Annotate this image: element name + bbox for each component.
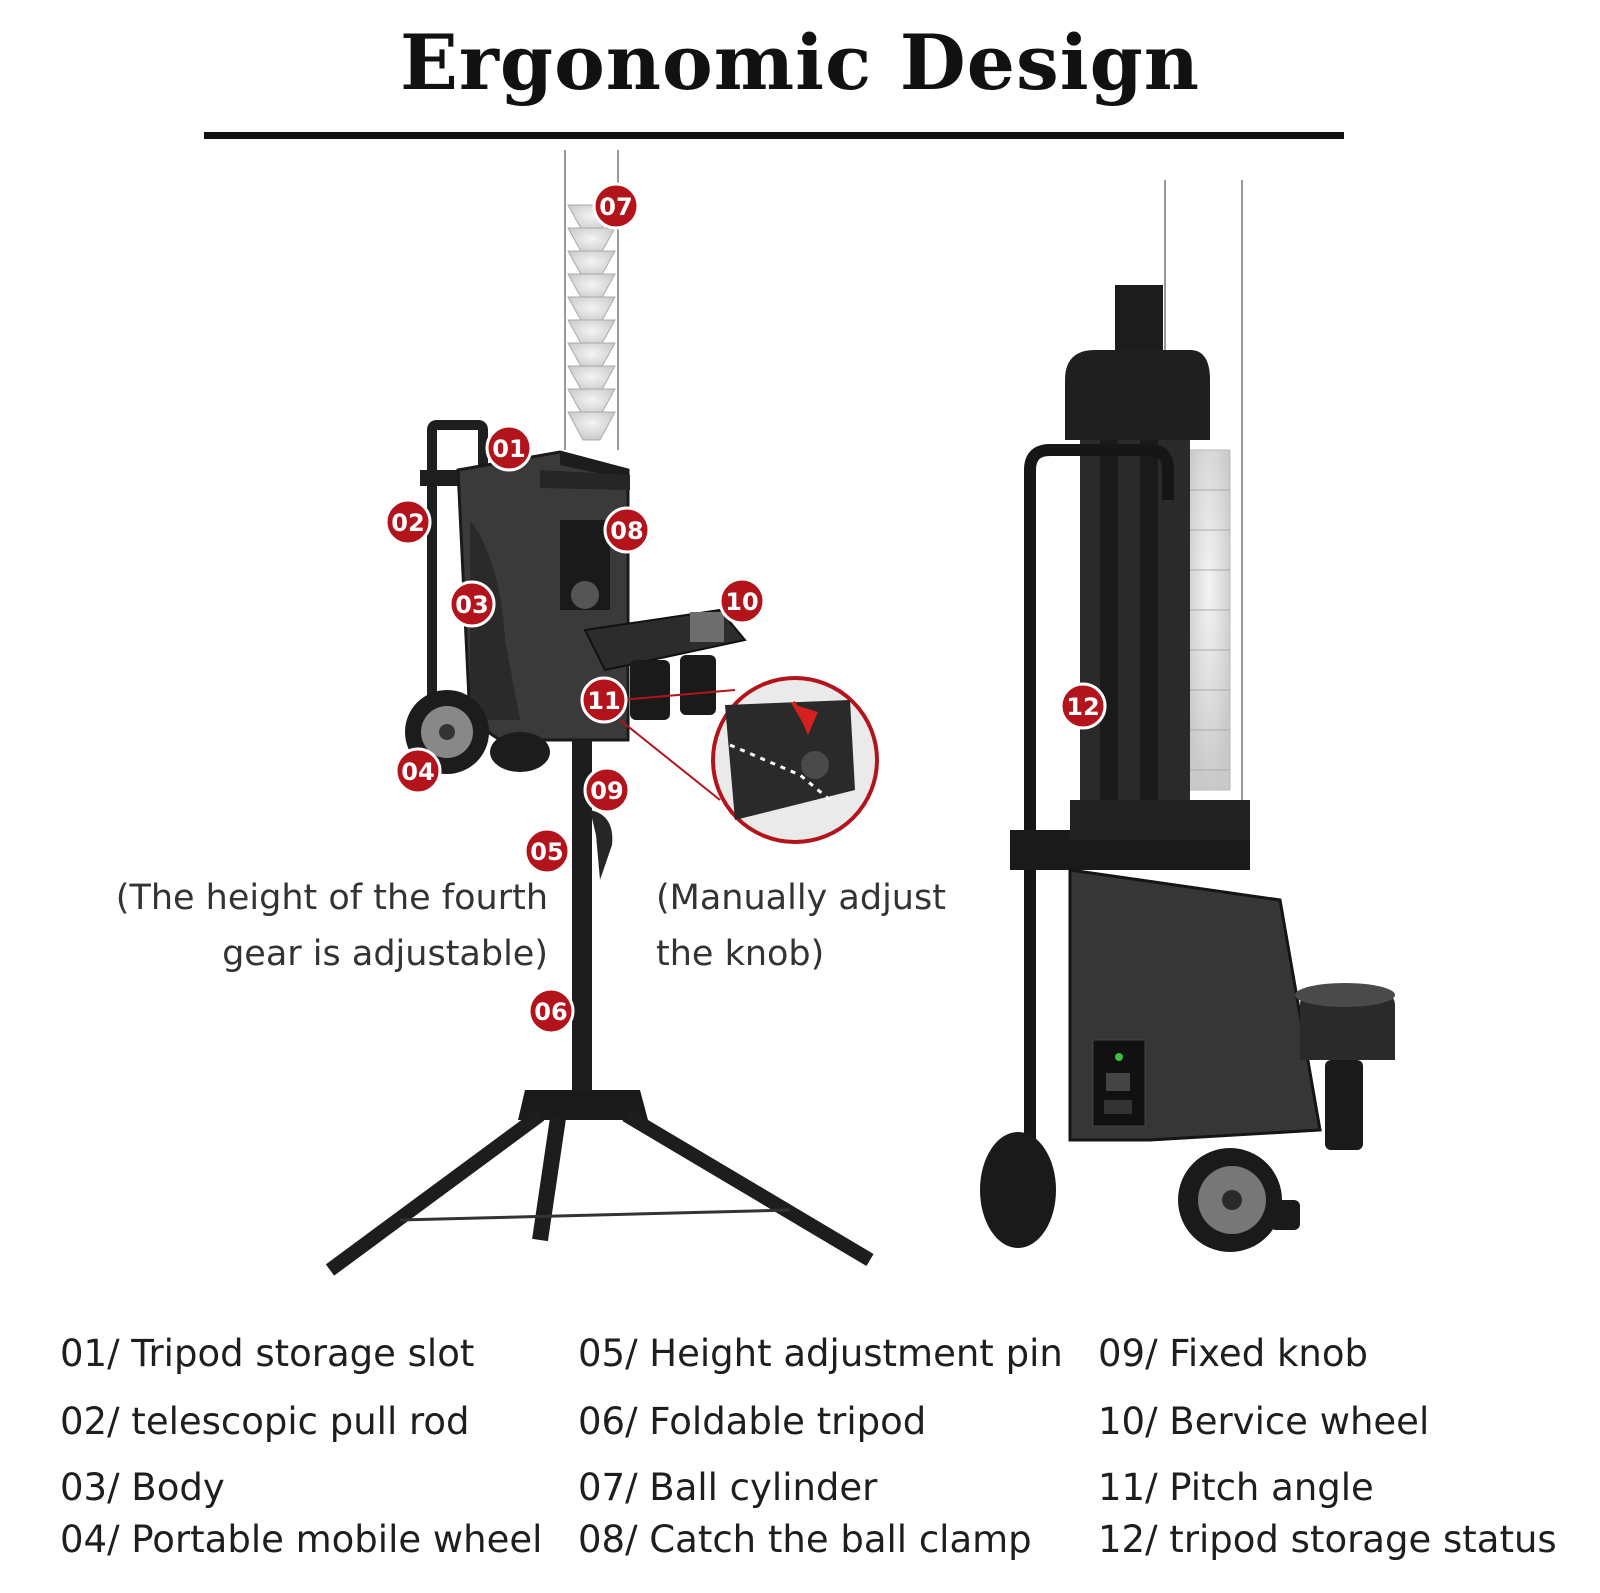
svg-text:11: 11 (587, 687, 620, 715)
badge-11: 11 (580, 676, 628, 724)
badge-10: 10 (718, 577, 766, 625)
badge-03: 03 (448, 580, 496, 628)
svg-text:08: 08 (610, 517, 643, 545)
svg-text:04: 04 (401, 758, 434, 786)
legend-item-03: 03/ Body (60, 1466, 225, 1509)
legend-item-09: 09/ Fixed knob (1098, 1332, 1368, 1375)
svg-text:07: 07 (599, 193, 632, 221)
badge-12: 12 (1059, 682, 1107, 730)
badge-09: 09 (583, 766, 631, 814)
badge-06: 06 (527, 987, 575, 1035)
legend-item-02: 02/ telescopic pull rod (60, 1400, 470, 1443)
legend-item-12: 12/ tripod storage status (1098, 1518, 1557, 1561)
badge-04: 04 (394, 747, 442, 795)
gear-height-callout: (The height of the fourth gear is adjust… (108, 870, 548, 982)
gear-height-callout-line-2: gear is adjustable) (222, 934, 548, 974)
legend-item-11: 11/ Pitch angle (1098, 1466, 1374, 1509)
knob-zoom-inset (711, 676, 879, 844)
title-underline (204, 132, 1344, 139)
manual-knob-callout: (Manually adjust the knob) (656, 870, 986, 982)
svg-text:10: 10 (725, 588, 758, 616)
svg-text:12: 12 (1066, 693, 1099, 721)
shuttlecock-stack (567, 204, 616, 441)
stored-shuttlecock-stack (1187, 449, 1231, 791)
badge-08: 08 (603, 506, 651, 554)
svg-text:03: 03 (455, 591, 488, 619)
badge-01: 01 (485, 424, 533, 472)
stored-machine (980, 180, 1395, 1252)
legend-item-05: 05/ Height adjustment pin (578, 1332, 1063, 1375)
legend-item-04: 04/ Portable mobile wheel (60, 1518, 543, 1561)
legend-item-10: 10/ Bervice wheel (1098, 1400, 1430, 1443)
gear-height-callout-line-1: (The height of the fourth (115, 878, 548, 918)
legend-item-06: 06/ Foldable tripod (578, 1400, 927, 1443)
svg-text:09: 09 (590, 777, 623, 805)
badge-05: 05 (523, 827, 571, 875)
svg-text:01: 01 (492, 435, 525, 463)
svg-text:02: 02 (391, 509, 424, 537)
svg-text:05: 05 (530, 838, 563, 866)
product-illustration: 07 01 02 08 03 10 11 04 09 05 06 12 (325, 150, 1395, 1276)
page-title: Ergonomic Design (399, 18, 1201, 107)
deployed-machine (325, 150, 879, 1276)
manual-knob-callout-line-1: (Manually adjust (656, 878, 946, 918)
parts-legend: 01/ Tripod storage slot 02/ telescopic p… (0, 1322, 1600, 1582)
badge-02: 02 (384, 498, 432, 546)
manual-knob-callout-line-2: the knob) (656, 934, 825, 974)
svg-text:06: 06 (534, 998, 567, 1026)
badge-07: 07 (592, 182, 640, 230)
legend-item-01: 01/ Tripod storage slot (60, 1332, 475, 1375)
legend-item-08: 08/ Catch the ball clamp (578, 1518, 1032, 1561)
legend-item-07: 07/ Ball cylinder (578, 1466, 878, 1509)
